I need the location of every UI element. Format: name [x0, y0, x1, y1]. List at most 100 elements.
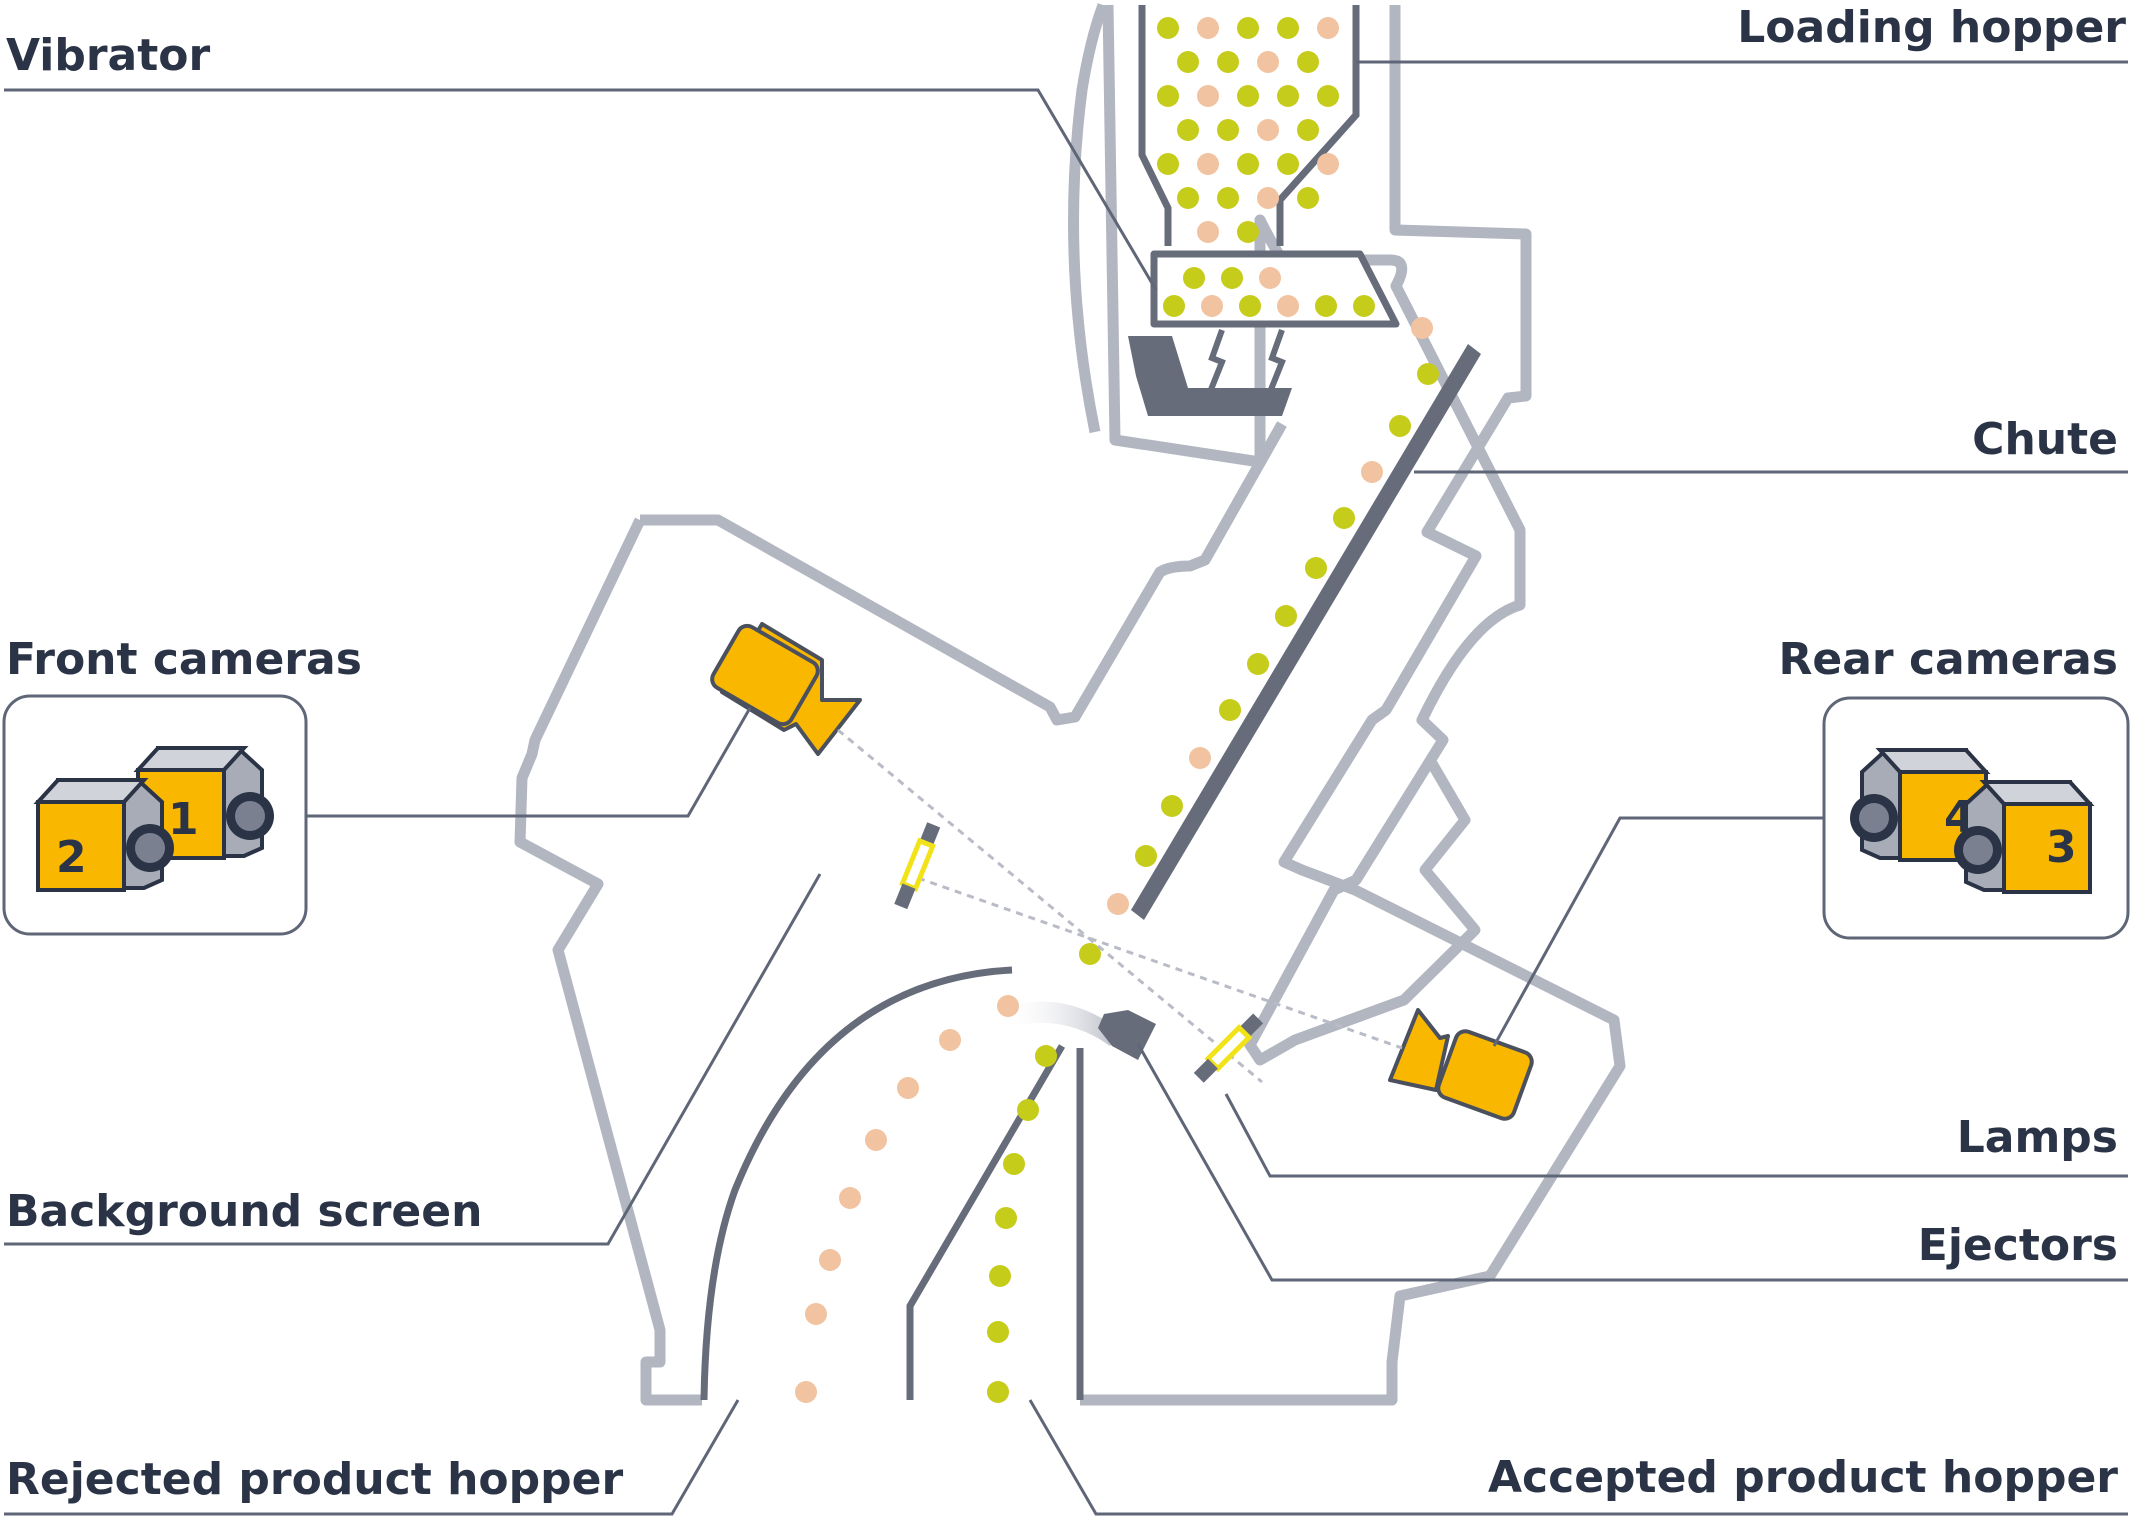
camera-icon: 2 — [33, 778, 174, 892]
lamp-icon — [1193, 1013, 1264, 1083]
rejected-product-dot — [1201, 295, 1223, 317]
accepted-product-dot — [1183, 267, 1205, 289]
accepted-product-dot — [1017, 1099, 1039, 1121]
accepted-product-dot — [989, 1265, 1011, 1287]
rejected-product-dot — [1189, 747, 1211, 769]
label-loading-hopper: Loading hopper — [1737, 2, 2126, 53]
rejected-product-dot — [939, 1029, 961, 1051]
accepted-product-dot — [1247, 653, 1269, 675]
accepted-product-dot — [1277, 17, 1299, 39]
accepted-product-dot — [1161, 795, 1183, 817]
rejected-product-dot — [1317, 17, 1339, 39]
rejected-product-dot — [1361, 461, 1383, 483]
label-front-cameras: Front cameras — [6, 634, 362, 685]
accepted-product-dot — [1277, 153, 1299, 175]
rejected-product-dot — [1317, 153, 1339, 175]
accepted-product-dot — [1417, 363, 1439, 385]
front-camera-unit — [710, 622, 862, 756]
rejected-product-dot — [1197, 85, 1219, 107]
hopper-products — [1157, 17, 1339, 243]
camera-number: 2 — [56, 832, 87, 883]
label-lamps: Lamps — [1957, 1112, 2118, 1163]
accepted-product-dot — [1305, 557, 1327, 579]
rear-camera-unit — [1388, 1008, 1534, 1121]
rejected-product-dot — [1277, 295, 1299, 317]
rejected-product-dot — [1257, 51, 1279, 73]
rejected-product-dot — [1107, 893, 1129, 915]
rejected-product-dot — [1257, 119, 1279, 141]
rejected-product-dot — [1197, 17, 1219, 39]
lamp-icon — [894, 822, 941, 910]
accepted-product-dot — [1135, 845, 1157, 867]
accepted-product-dot — [1239, 295, 1261, 317]
accepted-product-dot — [1237, 221, 1259, 243]
accepted-product-dot — [1217, 119, 1239, 141]
chute — [1131, 344, 1481, 920]
output-hoppers — [700, 966, 1084, 1401]
rear-cameras-callout: 4 3 — [1822, 696, 2130, 940]
accepted-product-dot — [1237, 153, 1259, 175]
rejected-product-dot — [1197, 153, 1219, 175]
camera-icon — [1954, 780, 2095, 894]
camera-beams — [837, 728, 1403, 1084]
accepted-product-dot — [995, 1207, 1017, 1229]
rejected-product-dot — [1411, 317, 1433, 339]
accepted-product-dot — [1297, 119, 1319, 141]
label-background-screen: Background screen — [6, 1186, 482, 1237]
label-rear-cameras: Rear cameras — [1779, 634, 2118, 685]
accepted-product-dot — [1353, 295, 1375, 317]
label-chute: Chute — [1972, 414, 2118, 465]
accepted-product-dot — [1277, 85, 1299, 107]
accepted-product-dot — [1297, 187, 1319, 209]
accepted-product-dot — [1157, 17, 1179, 39]
label-rejected-product-hopper: Rejected product hopper — [6, 1454, 623, 1505]
accepted-product-dot — [1219, 699, 1241, 721]
accepted-product-dot — [1333, 507, 1355, 529]
accepted-product-dot — [1035, 1045, 1057, 1067]
accepted-product-dot — [1237, 85, 1259, 107]
label-accepted-product-hopper: Accepted product hopper — [1488, 1452, 2118, 1503]
rejected-product-dot — [1257, 187, 1279, 209]
vibrator-products — [1163, 267, 1375, 317]
vibrator-motor — [1128, 336, 1292, 416]
accepted-product-dot — [987, 1381, 1009, 1403]
leader-lines — [4, 60, 2128, 1516]
accepted-product-dot — [1163, 295, 1185, 317]
accepted-product-dot — [1297, 51, 1319, 73]
accepted-product-dot — [1177, 187, 1199, 209]
accepted-product-dot — [1217, 187, 1239, 209]
vibrator — [1128, 250, 1400, 416]
camera-number: 3 — [2046, 822, 2077, 873]
accepted-product-dot — [1237, 17, 1259, 39]
rejected-product-dot — [1259, 267, 1281, 289]
accepted-product-dot — [1157, 85, 1179, 107]
accepted-product-dot — [1275, 605, 1297, 627]
accepted-product-dot — [1221, 267, 1243, 289]
label-ejectors: Ejectors — [1918, 1220, 2118, 1271]
camera-number: 1 — [168, 794, 199, 845]
machine-housing — [514, 3, 1626, 1406]
rejected-product-dot — [795, 1381, 817, 1403]
rejected-product-dot — [1197, 221, 1219, 243]
rejected-product-dot — [865, 1129, 887, 1151]
accepted-product-dot — [987, 1321, 1009, 1343]
accepted-product-dot — [1003, 1153, 1025, 1175]
loading-hopper — [1138, 5, 1360, 246]
accepted-product-dot — [1177, 119, 1199, 141]
label-vibrator: Vibrator — [6, 30, 211, 81]
accepted-product-dot — [1177, 51, 1199, 73]
falling-products — [1079, 317, 1439, 965]
rejected-product-dot — [997, 995, 1019, 1017]
accepted-product-dot — [1389, 415, 1411, 437]
accepted-product-dot — [1079, 943, 1101, 965]
accepted-product-dot — [1317, 85, 1339, 107]
rejected-product-dot — [805, 1303, 827, 1325]
accepted-product-dot — [1157, 153, 1179, 175]
accepted-product-dot — [1315, 295, 1337, 317]
sorted-products — [795, 995, 1057, 1403]
rejected-product-dot — [819, 1249, 841, 1271]
rejected-product-dot — [897, 1077, 919, 1099]
accepted-product-dot — [1217, 51, 1239, 73]
rejected-product-dot — [839, 1187, 861, 1209]
